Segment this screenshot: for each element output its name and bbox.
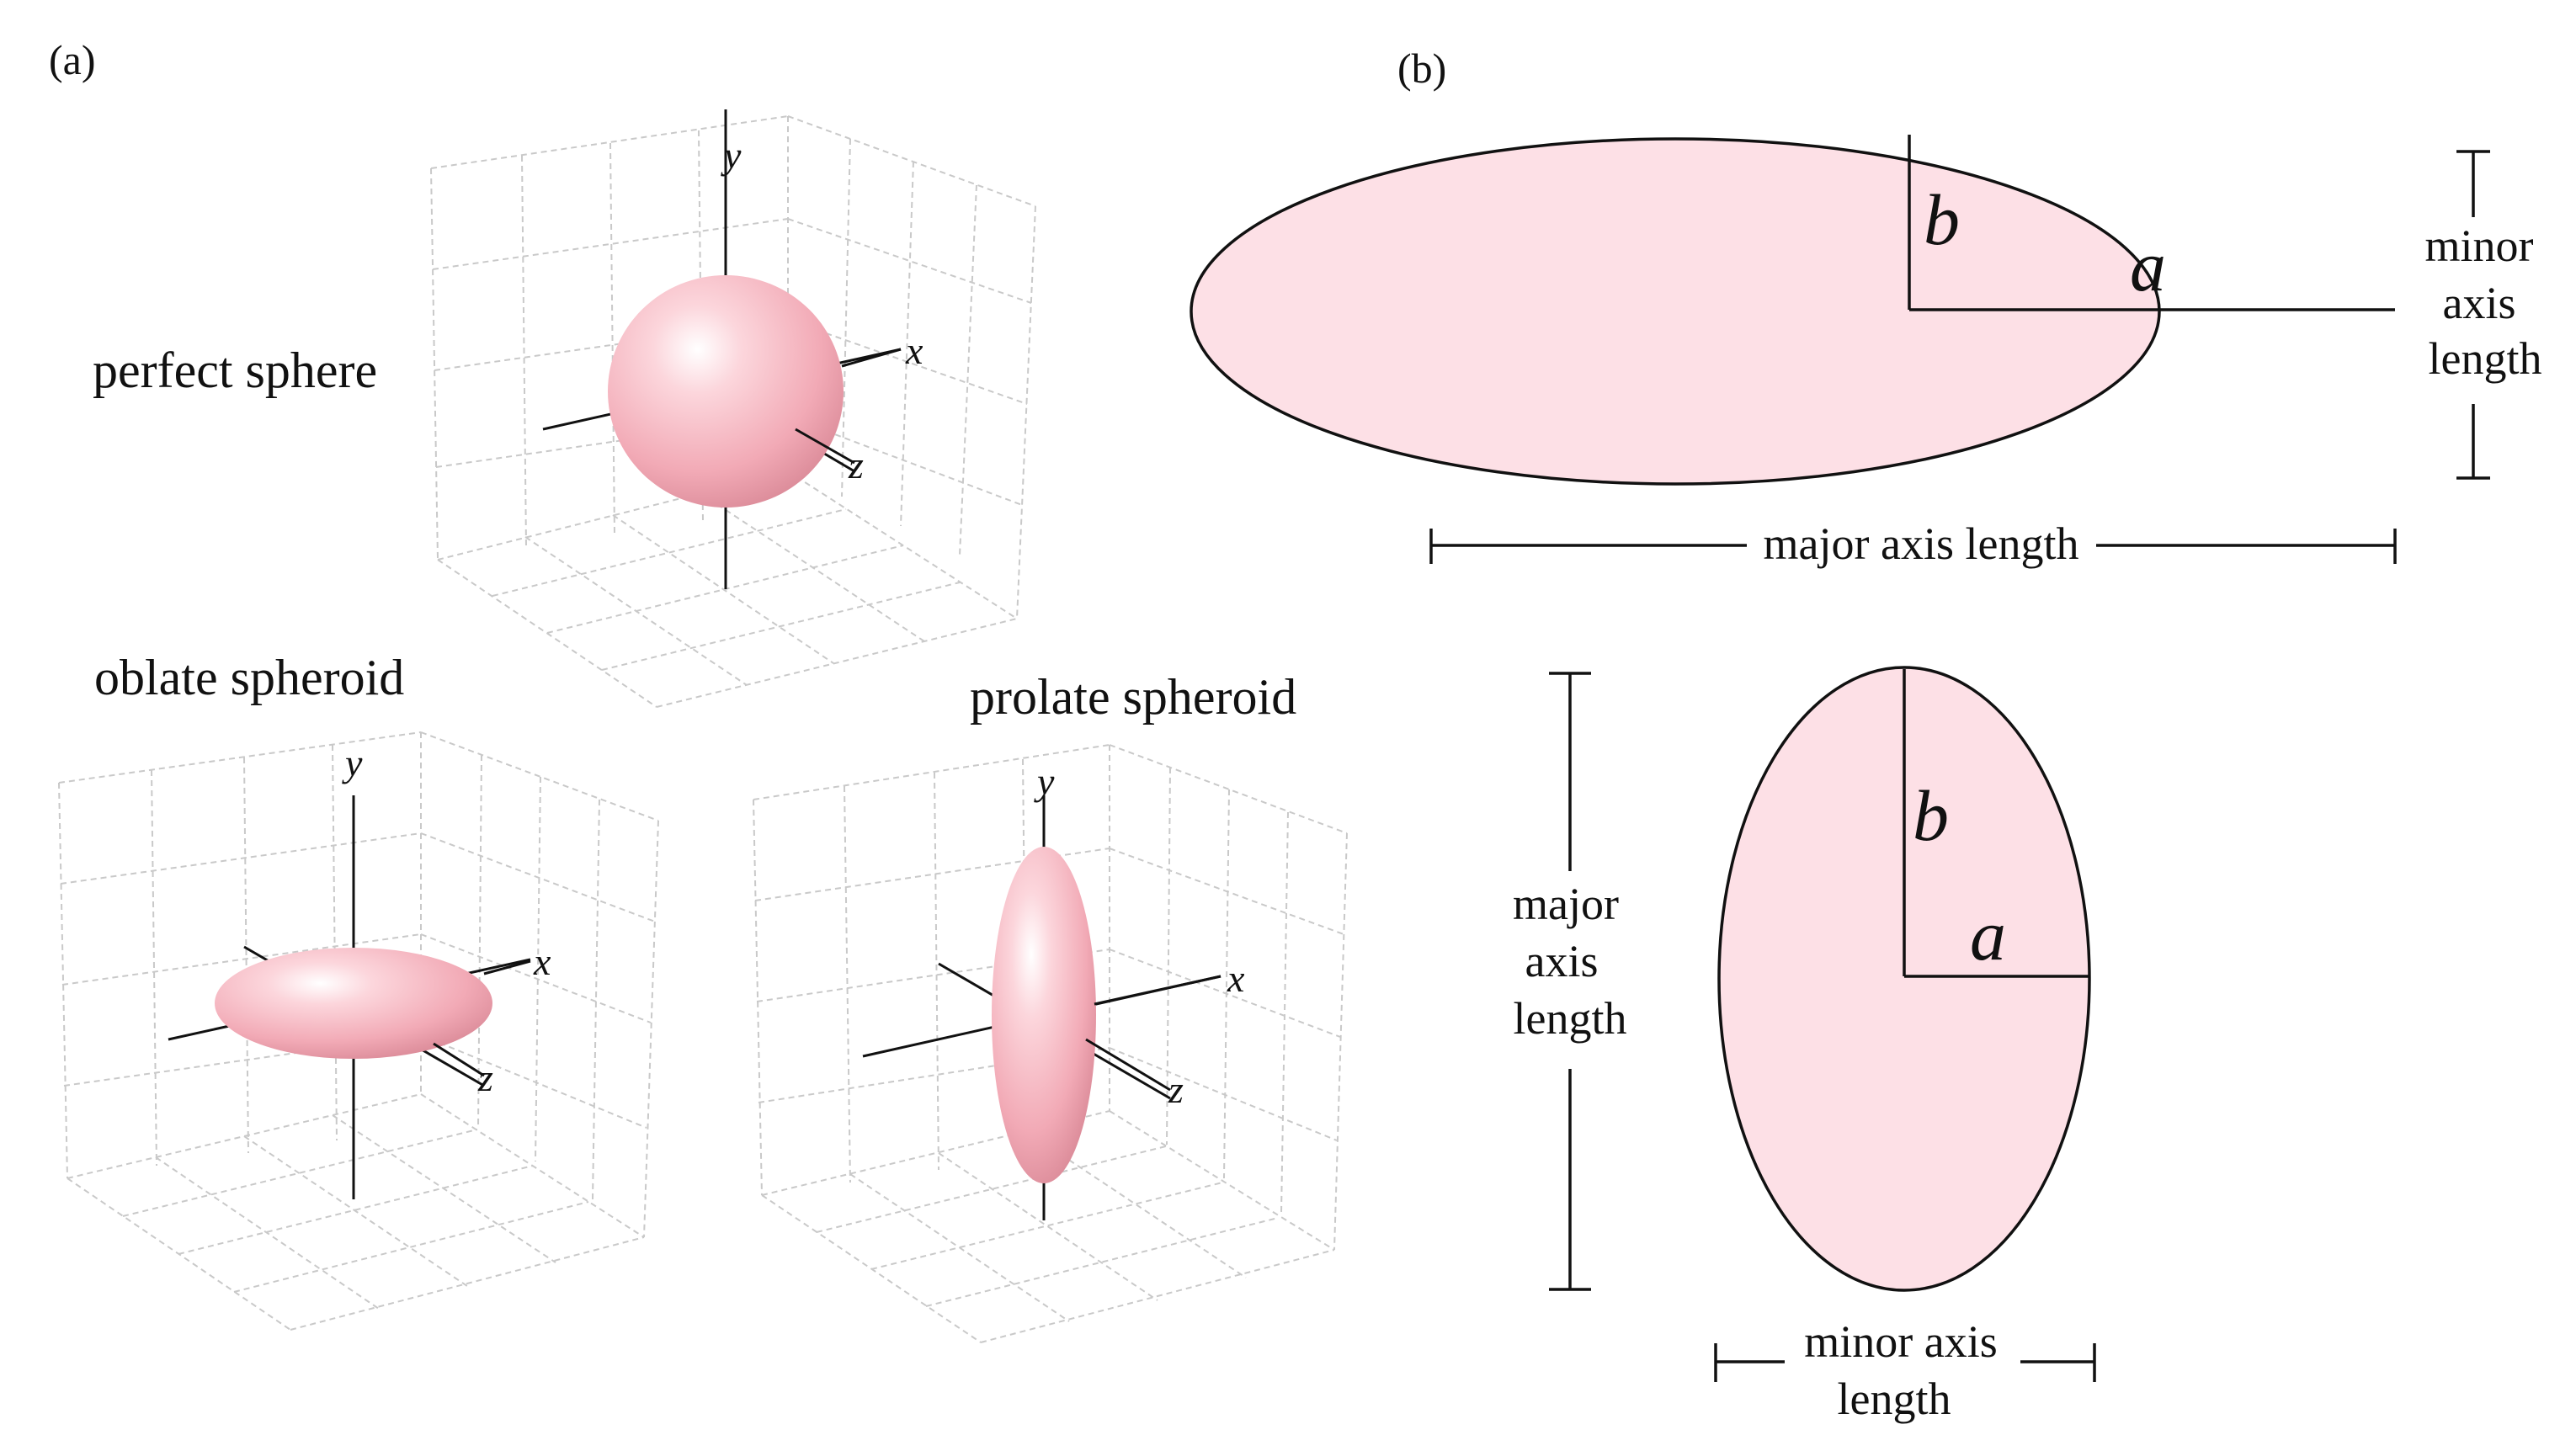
sphere-z-label: z (848, 444, 864, 486)
vertical-minor-dimension: minor axis length (1714, 1316, 2096, 1424)
horizontal-ellipse-diagram: b a minor axis length major axis length (1190, 135, 2542, 569)
sphere-plot: y x z (430, 109, 1036, 708)
vertical-minor-label-2: length (1838, 1374, 1951, 1424)
panel-a-label: (a) (49, 36, 96, 83)
prolate-body (992, 847, 1096, 1183)
prolate-plot: y x z (753, 744, 1348, 1343)
prolate-caption: prolate spheroid (970, 669, 1296, 725)
oblate-body (215, 948, 492, 1059)
panel-b-label: (b) (1397, 45, 1446, 92)
prolate-x-label: x (1227, 957, 1245, 1000)
vertical-major-dimension: major axis length (1513, 672, 1627, 1291)
sphere-y-label: y (721, 134, 742, 177)
prolate-y-label: y (1034, 760, 1055, 803)
vertical-minor-label-1: minor axis (1804, 1316, 1997, 1367)
oblate-plot: y x z (58, 731, 659, 1331)
horizontal-minor-label-1: minor (2425, 221, 2534, 271)
oblate-z-label: z (477, 1056, 493, 1099)
sphere-body (608, 275, 844, 508)
vertical-major-label-1: major (1513, 879, 1619, 929)
horizontal-minor-label-3: length (2429, 333, 2542, 384)
sphere-x-label: x (905, 329, 923, 372)
horizontal-b-label: b (1924, 179, 1960, 260)
horizontal-minor-label-2: axis (2443, 278, 2516, 328)
oblate-x-label: x (533, 940, 551, 983)
sphere-caption: perfect sphere (93, 343, 377, 398)
oblate-y-label: y (342, 741, 363, 784)
horizontal-a-label: a (2130, 226, 2166, 306)
prolate-z-label: z (1168, 1068, 1184, 1111)
oblate-caption: oblate spheroid (94, 650, 404, 705)
vertical-a-label: a (1970, 895, 2006, 975)
vertical-b-label: b (1913, 775, 1949, 856)
oblate-grid (58, 731, 659, 1331)
horizontal-major-label: major axis length (1764, 518, 2079, 569)
horizontal-minor-dimension: minor axis length (2425, 150, 2542, 480)
vertical-ellipse (1717, 666, 2091, 1292)
horizontal-ellipse (1190, 137, 2161, 486)
vertical-major-label-2: axis (1525, 936, 1599, 986)
horizontal-major-dimension: major axis length (1429, 518, 2397, 569)
vertical-major-label-3: length (1514, 993, 1627, 1044)
vertical-ellipse-diagram: b a major axis length minor axis length (1513, 666, 2096, 1424)
